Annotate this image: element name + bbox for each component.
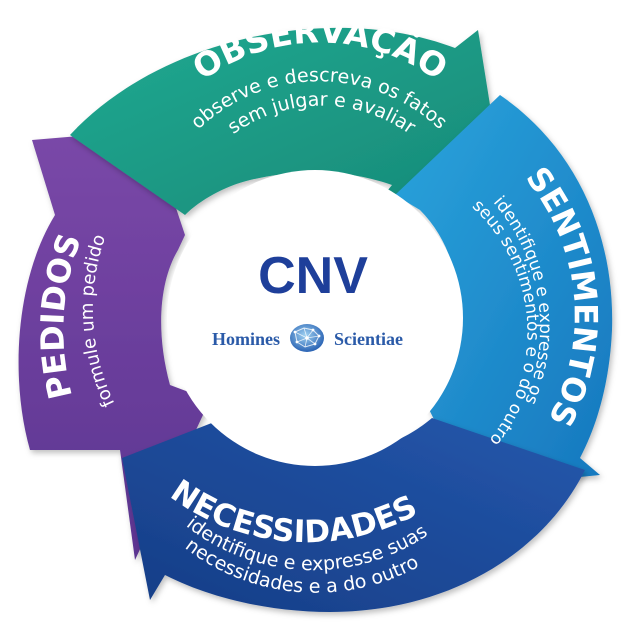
necessidades-arrow bbox=[122, 410, 585, 612]
segment-necessidades bbox=[122, 410, 585, 612]
segment-sentimentos bbox=[395, 95, 613, 488]
logo-text-right: Scientiae bbox=[334, 329, 403, 349]
sentimentos-arrow bbox=[395, 95, 613, 488]
logo-text-left: Homines bbox=[212, 329, 280, 349]
center-title: CNV bbox=[258, 247, 368, 305]
brain-network-icon bbox=[290, 324, 324, 352]
center-circle bbox=[167, 170, 463, 466]
observacao-arrow bbox=[70, 27, 498, 215]
segment-observacao bbox=[70, 27, 498, 215]
